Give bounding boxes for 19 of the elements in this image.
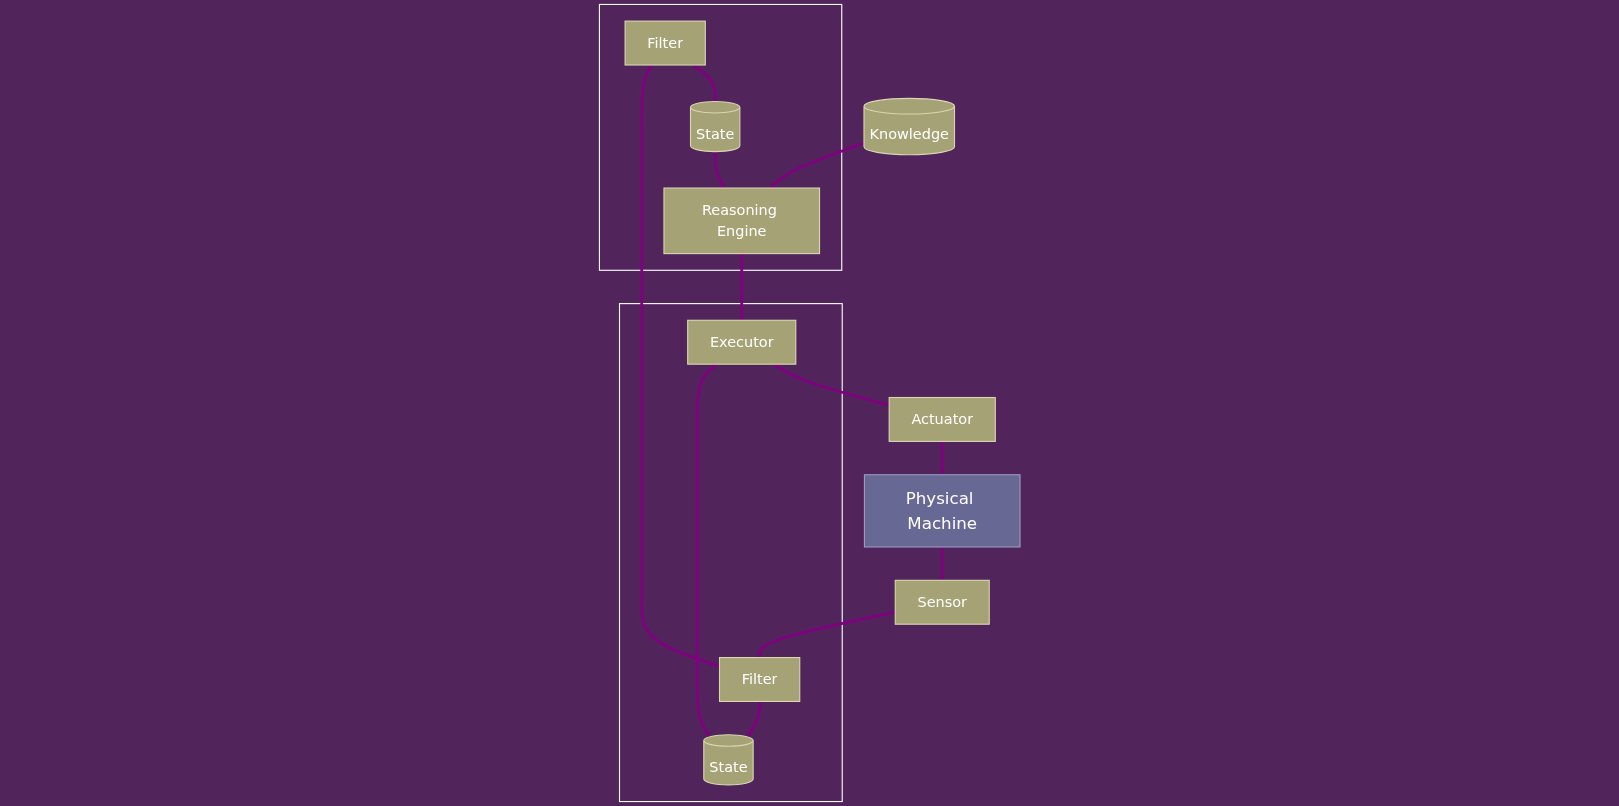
arrow	[746, 701, 762, 737]
arrow	[695, 363, 717, 737]
node-box: Filter	[718, 657, 801, 702]
arrow	[693, 64, 718, 102]
arrow	[756, 610, 896, 658]
node-box: Executor	[686, 319, 797, 365]
cluster	[598, 3, 843, 271]
arrow	[939, 547, 945, 581]
arrow	[770, 141, 865, 189]
arrow	[712, 151, 725, 189]
node-box: Sensor	[894, 579, 990, 625]
node-box: Physical Machine	[863, 474, 1021, 548]
arrow	[739, 253, 744, 321]
arrow	[640, 64, 720, 668]
node-box: Reasoning Engine	[663, 187, 820, 255]
arrow	[939, 441, 945, 475]
node-box: Actuator	[888, 396, 996, 442]
cluster	[618, 303, 843, 803]
node-box: Filter	[624, 20, 706, 66]
